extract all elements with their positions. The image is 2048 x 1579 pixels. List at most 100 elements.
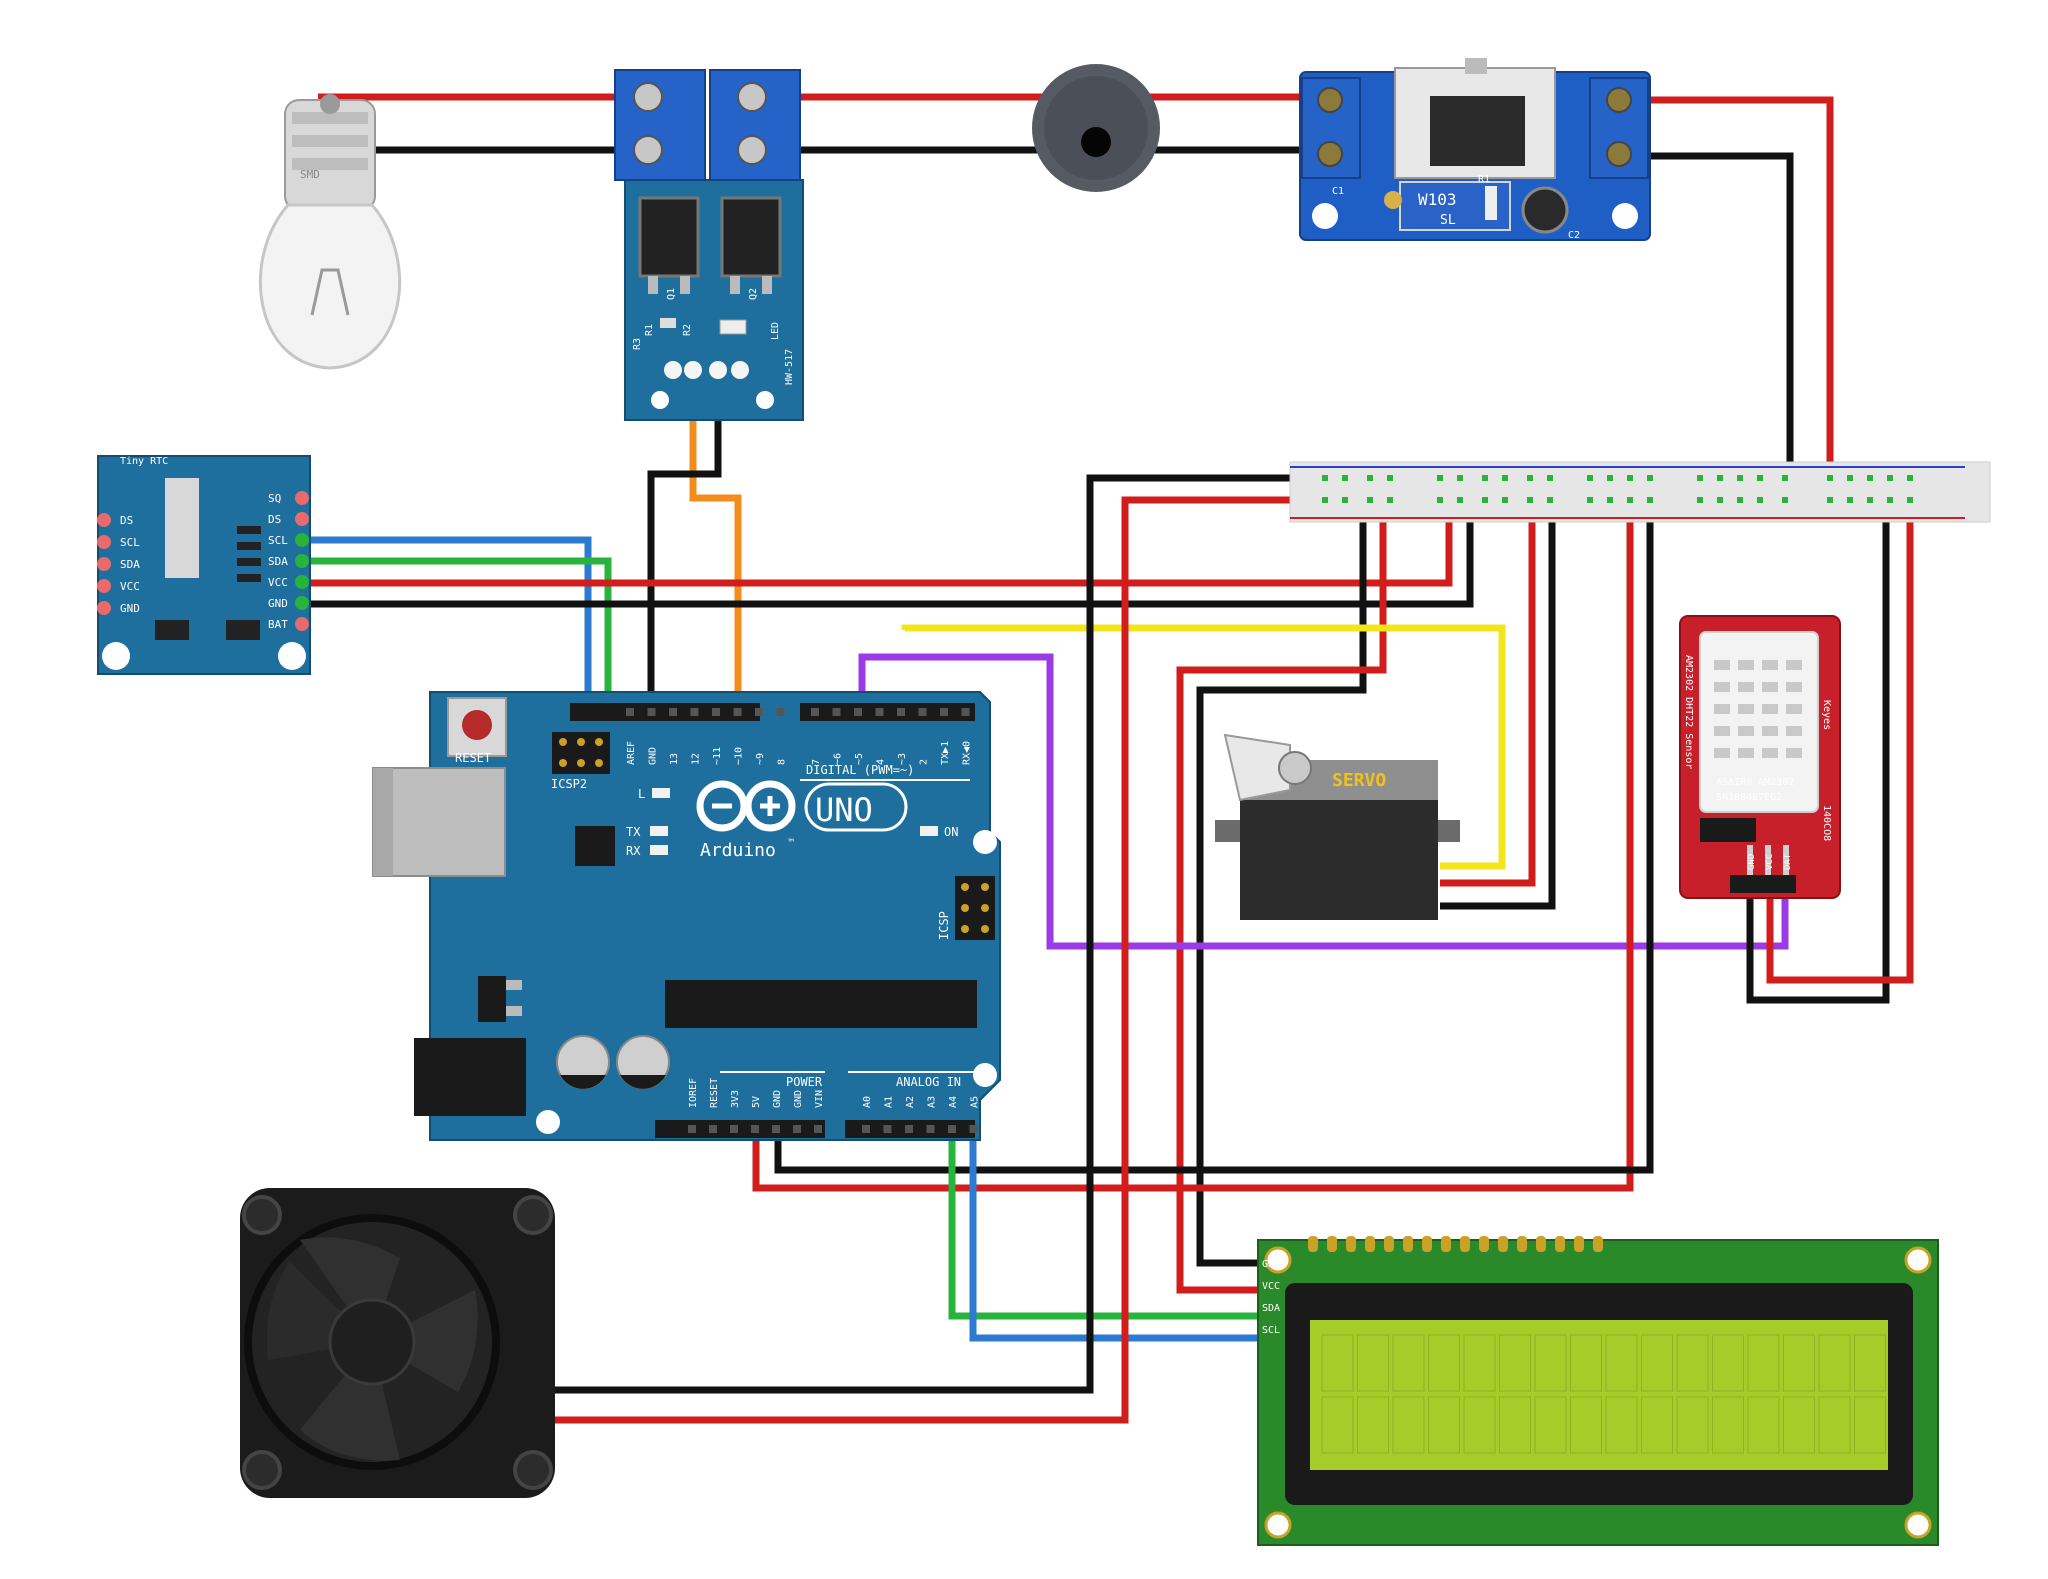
breadboard-hole[interactable]: [1867, 475, 1873, 481]
arduino-analog-pin[interactable]: [969, 1125, 978, 1133]
arduino-power-pin[interactable]: [814, 1125, 822, 1133]
breadboard-hole[interactable]: [1737, 475, 1743, 481]
breadboard-hole[interactable]: [1887, 497, 1893, 503]
breadboard-hole[interactable]: [1387, 497, 1393, 503]
usb-port[interactable]: [372, 767, 506, 877]
breadboard-hole[interactable]: [1867, 497, 1873, 503]
lcd-pad[interactable]: [1536, 1236, 1546, 1252]
breadboard-hole[interactable]: [1322, 475, 1328, 481]
breadboard-hole[interactable]: [1547, 475, 1553, 481]
breadboard-hole[interactable]: [1907, 475, 1913, 481]
rtc-left-pin[interactable]: [97, 535, 111, 549]
lcd-pad[interactable]: [1517, 1236, 1527, 1252]
lcd-pad[interactable]: [1365, 1236, 1375, 1252]
arduino-power-pin[interactable]: [688, 1125, 696, 1133]
arduino-header-pin[interactable]: [669, 708, 677, 716]
arduino-power-pin[interactable]: [793, 1125, 801, 1133]
breadboard-hole[interactable]: [1607, 475, 1613, 481]
breadboard-hole[interactable]: [1627, 497, 1633, 503]
breadboard-hole[interactable]: [1527, 497, 1533, 503]
breadboard-hole[interactable]: [1482, 475, 1488, 481]
dht-pin[interactable]: [1747, 845, 1753, 875]
breadboard-hole[interactable]: [1547, 497, 1553, 503]
arduino-power-pin[interactable]: [709, 1125, 717, 1133]
breadboard-hole[interactable]: [1607, 497, 1613, 503]
breadboard-hole[interactable]: [1322, 497, 1328, 503]
breadboard-hole[interactable]: [1647, 497, 1653, 503]
dht-pin[interactable]: [1765, 845, 1771, 875]
arduino-analog-pin[interactable]: [862, 1125, 870, 1133]
breadboard-hole[interactable]: [1737, 497, 1743, 503]
arduino-power-pin[interactable]: [730, 1125, 738, 1133]
arduino-header-pin[interactable]: [776, 708, 785, 716]
arduino-header-pin[interactable]: [961, 708, 970, 716]
arduino-power-pin[interactable]: [751, 1125, 759, 1133]
terminal-block-left[interactable]: [614, 69, 706, 181]
lcd-pad[interactable]: [1593, 1236, 1603, 1252]
lcd-pad[interactable]: [1498, 1236, 1508, 1252]
rtc-right-pin[interactable]: [295, 554, 309, 568]
rtc-left-pin[interactable]: [97, 557, 111, 571]
dht-pin[interactable]: [1783, 845, 1789, 875]
lcd-pad[interactable]: [1441, 1236, 1451, 1252]
breadboard-hole[interactable]: [1457, 497, 1463, 503]
breadboard-hole[interactable]: [1527, 475, 1533, 481]
breadboard-hole[interactable]: [1387, 475, 1393, 481]
lcd-pad[interactable]: [1308, 1236, 1318, 1252]
breadboard-hole[interactable]: [1437, 475, 1443, 481]
breadboard-hole[interactable]: [1757, 497, 1763, 503]
breadboard-hole[interactable]: [1342, 497, 1348, 503]
arduino-analog-pin[interactable]: [905, 1125, 913, 1133]
lcd-pad[interactable]: [1574, 1236, 1584, 1252]
breadboard-hole[interactable]: [1887, 475, 1893, 481]
arduino-header-pin[interactable]: [875, 708, 884, 716]
breadboard-hole[interactable]: [1717, 475, 1723, 481]
breadboard-hole[interactable]: [1457, 475, 1463, 481]
breadboard-hole[interactable]: [1847, 497, 1853, 503]
lcd-pad[interactable]: [1384, 1236, 1394, 1252]
breadboard-hole[interactable]: [1697, 475, 1703, 481]
lcd-pad[interactable]: [1403, 1236, 1413, 1252]
breadboard-hole[interactable]: [1482, 497, 1488, 503]
breadboard-hole[interactable]: [1367, 475, 1373, 481]
dc-jack[interactable]: [414, 1038, 526, 1116]
rtc-right-pin[interactable]: [295, 617, 309, 631]
breadboard-hole[interactable]: [1757, 475, 1763, 481]
breadboard-hole[interactable]: [1827, 475, 1833, 481]
breadboard-hole[interactable]: [1502, 497, 1508, 503]
arduino-header-pin[interactable]: [918, 708, 927, 716]
lcd-pad[interactable]: [1422, 1236, 1432, 1252]
breadboard-hole[interactable]: [1782, 475, 1788, 481]
arduino-header-pin[interactable]: [626, 708, 634, 716]
arduino-header-pin[interactable]: [690, 708, 699, 716]
arduino-header-pin[interactable]: [712, 708, 720, 716]
breadboard-hole[interactable]: [1502, 475, 1508, 481]
arduino-header-pin[interactable]: [647, 708, 656, 716]
rtc-right-pin[interactable]: [295, 596, 309, 610]
breadboard-hole[interactable]: [1587, 497, 1593, 503]
lcd-pad[interactable]: [1346, 1236, 1356, 1252]
lcd-pad[interactable]: [1460, 1236, 1470, 1252]
breadboard-hole[interactable]: [1697, 497, 1703, 503]
breadboard-hole[interactable]: [1437, 497, 1443, 503]
arduino-analog-pin[interactable]: [883, 1125, 892, 1133]
arduino-header-pin[interactable]: [733, 708, 742, 716]
rtc-right-pin[interactable]: [295, 575, 309, 589]
breadboard-hole[interactable]: [1647, 475, 1653, 481]
arduino-header-pin[interactable]: [854, 708, 862, 716]
breadboard-hole[interactable]: [1847, 475, 1853, 481]
arduino-header-pin[interactable]: [755, 708, 763, 716]
lcd-pad[interactable]: [1479, 1236, 1489, 1252]
breadboard-hole[interactable]: [1367, 497, 1373, 503]
arduino-analog-pin[interactable]: [948, 1125, 956, 1133]
arduino-header-pin[interactable]: [940, 708, 948, 716]
lcd-pad[interactable]: [1327, 1236, 1337, 1252]
arduino-header-pin[interactable]: [811, 708, 819, 716]
arduino-header-pin[interactable]: [832, 708, 841, 716]
rtc-right-pin[interactable]: [295, 533, 309, 547]
rtc-right-pin[interactable]: [295, 491, 309, 505]
arduino-analog-pin[interactable]: [926, 1125, 935, 1133]
rtc-left-pin[interactable]: [97, 513, 111, 527]
breadboard-hole[interactable]: [1782, 497, 1788, 503]
breadboard-hole[interactable]: [1587, 475, 1593, 481]
